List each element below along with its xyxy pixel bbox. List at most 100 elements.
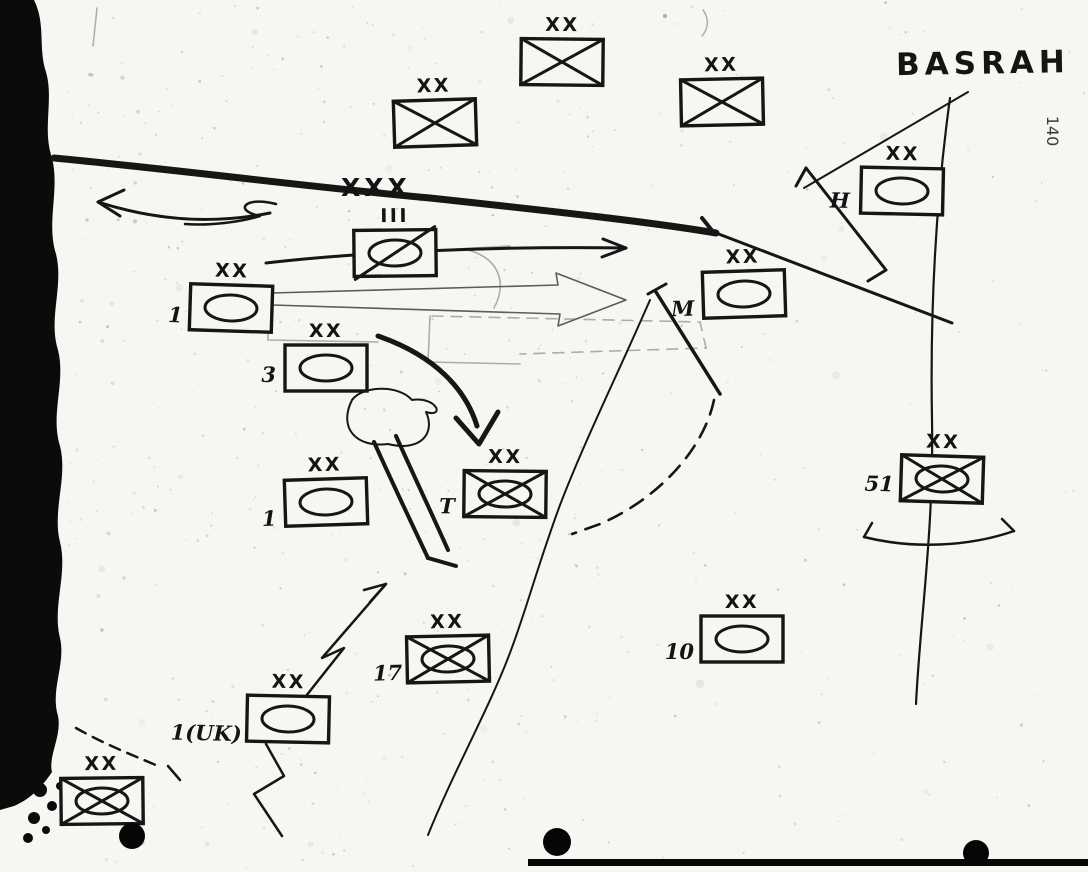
armor-oval-icon (477, 479, 533, 509)
attack-arrow-east-head (600, 237, 628, 259)
unit-armor-division-3: XX 3 (261, 320, 369, 393)
echelon-label: XX (545, 14, 580, 36)
unit-infantry-division-center: XX (519, 14, 605, 88)
pencil-dashed-box (431, 315, 707, 355)
attack-arrow-southeast (375, 333, 480, 429)
unit-mech-division-17: XX 17 (373, 611, 492, 686)
echelon-label: XX (488, 446, 523, 468)
unit-frame (699, 614, 785, 664)
unit-designator: 17 (373, 660, 403, 686)
registration-dot-2 (543, 828, 571, 856)
advance-axis-right (394, 434, 450, 552)
infantry-cross-icon (59, 776, 145, 826)
unit-designator: 51 (864, 471, 894, 497)
unit-frame (187, 281, 275, 335)
unit-frame (244, 693, 332, 745)
armor-oval-icon (298, 487, 354, 517)
unit-armor-division-10: XX 10 (665, 591, 785, 664)
page-number: 140 (1043, 116, 1062, 147)
unit-frame (858, 165, 946, 217)
registration-dot-1 (119, 823, 145, 849)
front-line (50, 154, 720, 237)
attack-arrow-southeast-head (453, 409, 501, 447)
armor-oval-icon (874, 176, 930, 206)
echelon-label: XX (430, 611, 465, 634)
infantry-cross-icon (393, 97, 477, 149)
pencil-tick-top-left (92, 7, 98, 47)
armor-oval-icon (203, 293, 259, 323)
breakthrough-arrow-outline (271, 272, 627, 327)
zigzag-arrow-head (362, 582, 388, 604)
front-line-extension (714, 231, 954, 325)
armor-oval-icon (714, 624, 770, 654)
bracket-51-hooks (862, 517, 1016, 539)
echelon-label: XX (271, 671, 306, 694)
h-position-hook (866, 268, 888, 283)
advance-axis-hook (426, 556, 458, 568)
echelon-label: XX (725, 591, 759, 613)
unit-designator: H (829, 187, 852, 212)
unit-infantry-division-west: XX (391, 74, 479, 150)
unit-frame (282, 475, 370, 529)
infantry-cross-icon (898, 455, 986, 503)
armor-oval-icon (716, 279, 772, 309)
echelon-label: III (380, 205, 409, 227)
attack-arrow-west (96, 200, 272, 221)
armor-oval-icon (298, 353, 354, 383)
scribble-blob (346, 387, 438, 447)
armor-oval-icon (367, 238, 423, 268)
pencil-arc-1 (467, 249, 502, 309)
unit-designator: 1 (168, 302, 183, 327)
armor-oval-icon (260, 704, 316, 734)
echelon-label: XX (309, 320, 343, 342)
unit-armor-division-1-north: XX 1 (168, 259, 275, 335)
echelon-label: XX (416, 74, 451, 97)
corps-boundary-label: XXX (341, 173, 411, 202)
infantry-cross-icon (519, 37, 605, 87)
unit-armor-division-1-uk: XX 1(UK) (170, 671, 332, 746)
unit-designator: T (439, 493, 456, 518)
armor-oval-icon (914, 464, 970, 494)
unit-armor-division-m: XX M (670, 245, 788, 322)
pencil-paren-top (701, 9, 709, 37)
bracket-51 (862, 529, 1016, 546)
pencil-dot-top (663, 14, 667, 18)
attack-arrow-west-head (96, 188, 126, 218)
unit-designator: 1(UK) (170, 720, 242, 746)
uk-dashed-tick (166, 764, 182, 782)
basrah-road (803, 91, 969, 189)
m-boundary-line (654, 290, 722, 396)
unit-designator: 3 (261, 362, 276, 387)
binding-band (0, 0, 64, 843)
zigzag-arrow (304, 582, 388, 698)
armor-oval-icon (420, 644, 476, 674)
unit-mech-division-t: XX T (439, 446, 548, 520)
unit-infantry-division-east: XX (678, 54, 766, 128)
echelon-label: XX (885, 143, 920, 166)
basrah-label: BASRAH (896, 44, 1070, 83)
armor-oval-icon (74, 786, 130, 816)
echelon-label: XX (215, 259, 250, 282)
attack-arrow-west-squiggle (183, 200, 278, 226)
front-line-bend-tick (700, 216, 716, 235)
unit-armor-division-h: XX H (829, 143, 946, 217)
h-position-line (804, 166, 888, 272)
infantry-cross-icon (679, 76, 765, 128)
advance-axis-left (372, 440, 430, 560)
echelon-label: XX (307, 453, 342, 476)
unit-armor-division-1-south: XX1 (261, 453, 370, 531)
h-position-flag (794, 166, 808, 188)
scan-marks (119, 823, 1088, 866)
unit-frame (700, 267, 788, 321)
bottom-scan-line (528, 859, 1088, 866)
unit-struck-armor-division: III (352, 205, 438, 281)
unit-frame (283, 343, 369, 393)
units-layer: XXXXXXXXHIIIXX1XX3XX1XXTXX17XX1(UK)XXXX5… (59, 14, 986, 827)
unit-designator: M (670, 296, 696, 322)
echelon-label: XX (725, 245, 760, 268)
unit-designator: 10 (665, 639, 695, 664)
